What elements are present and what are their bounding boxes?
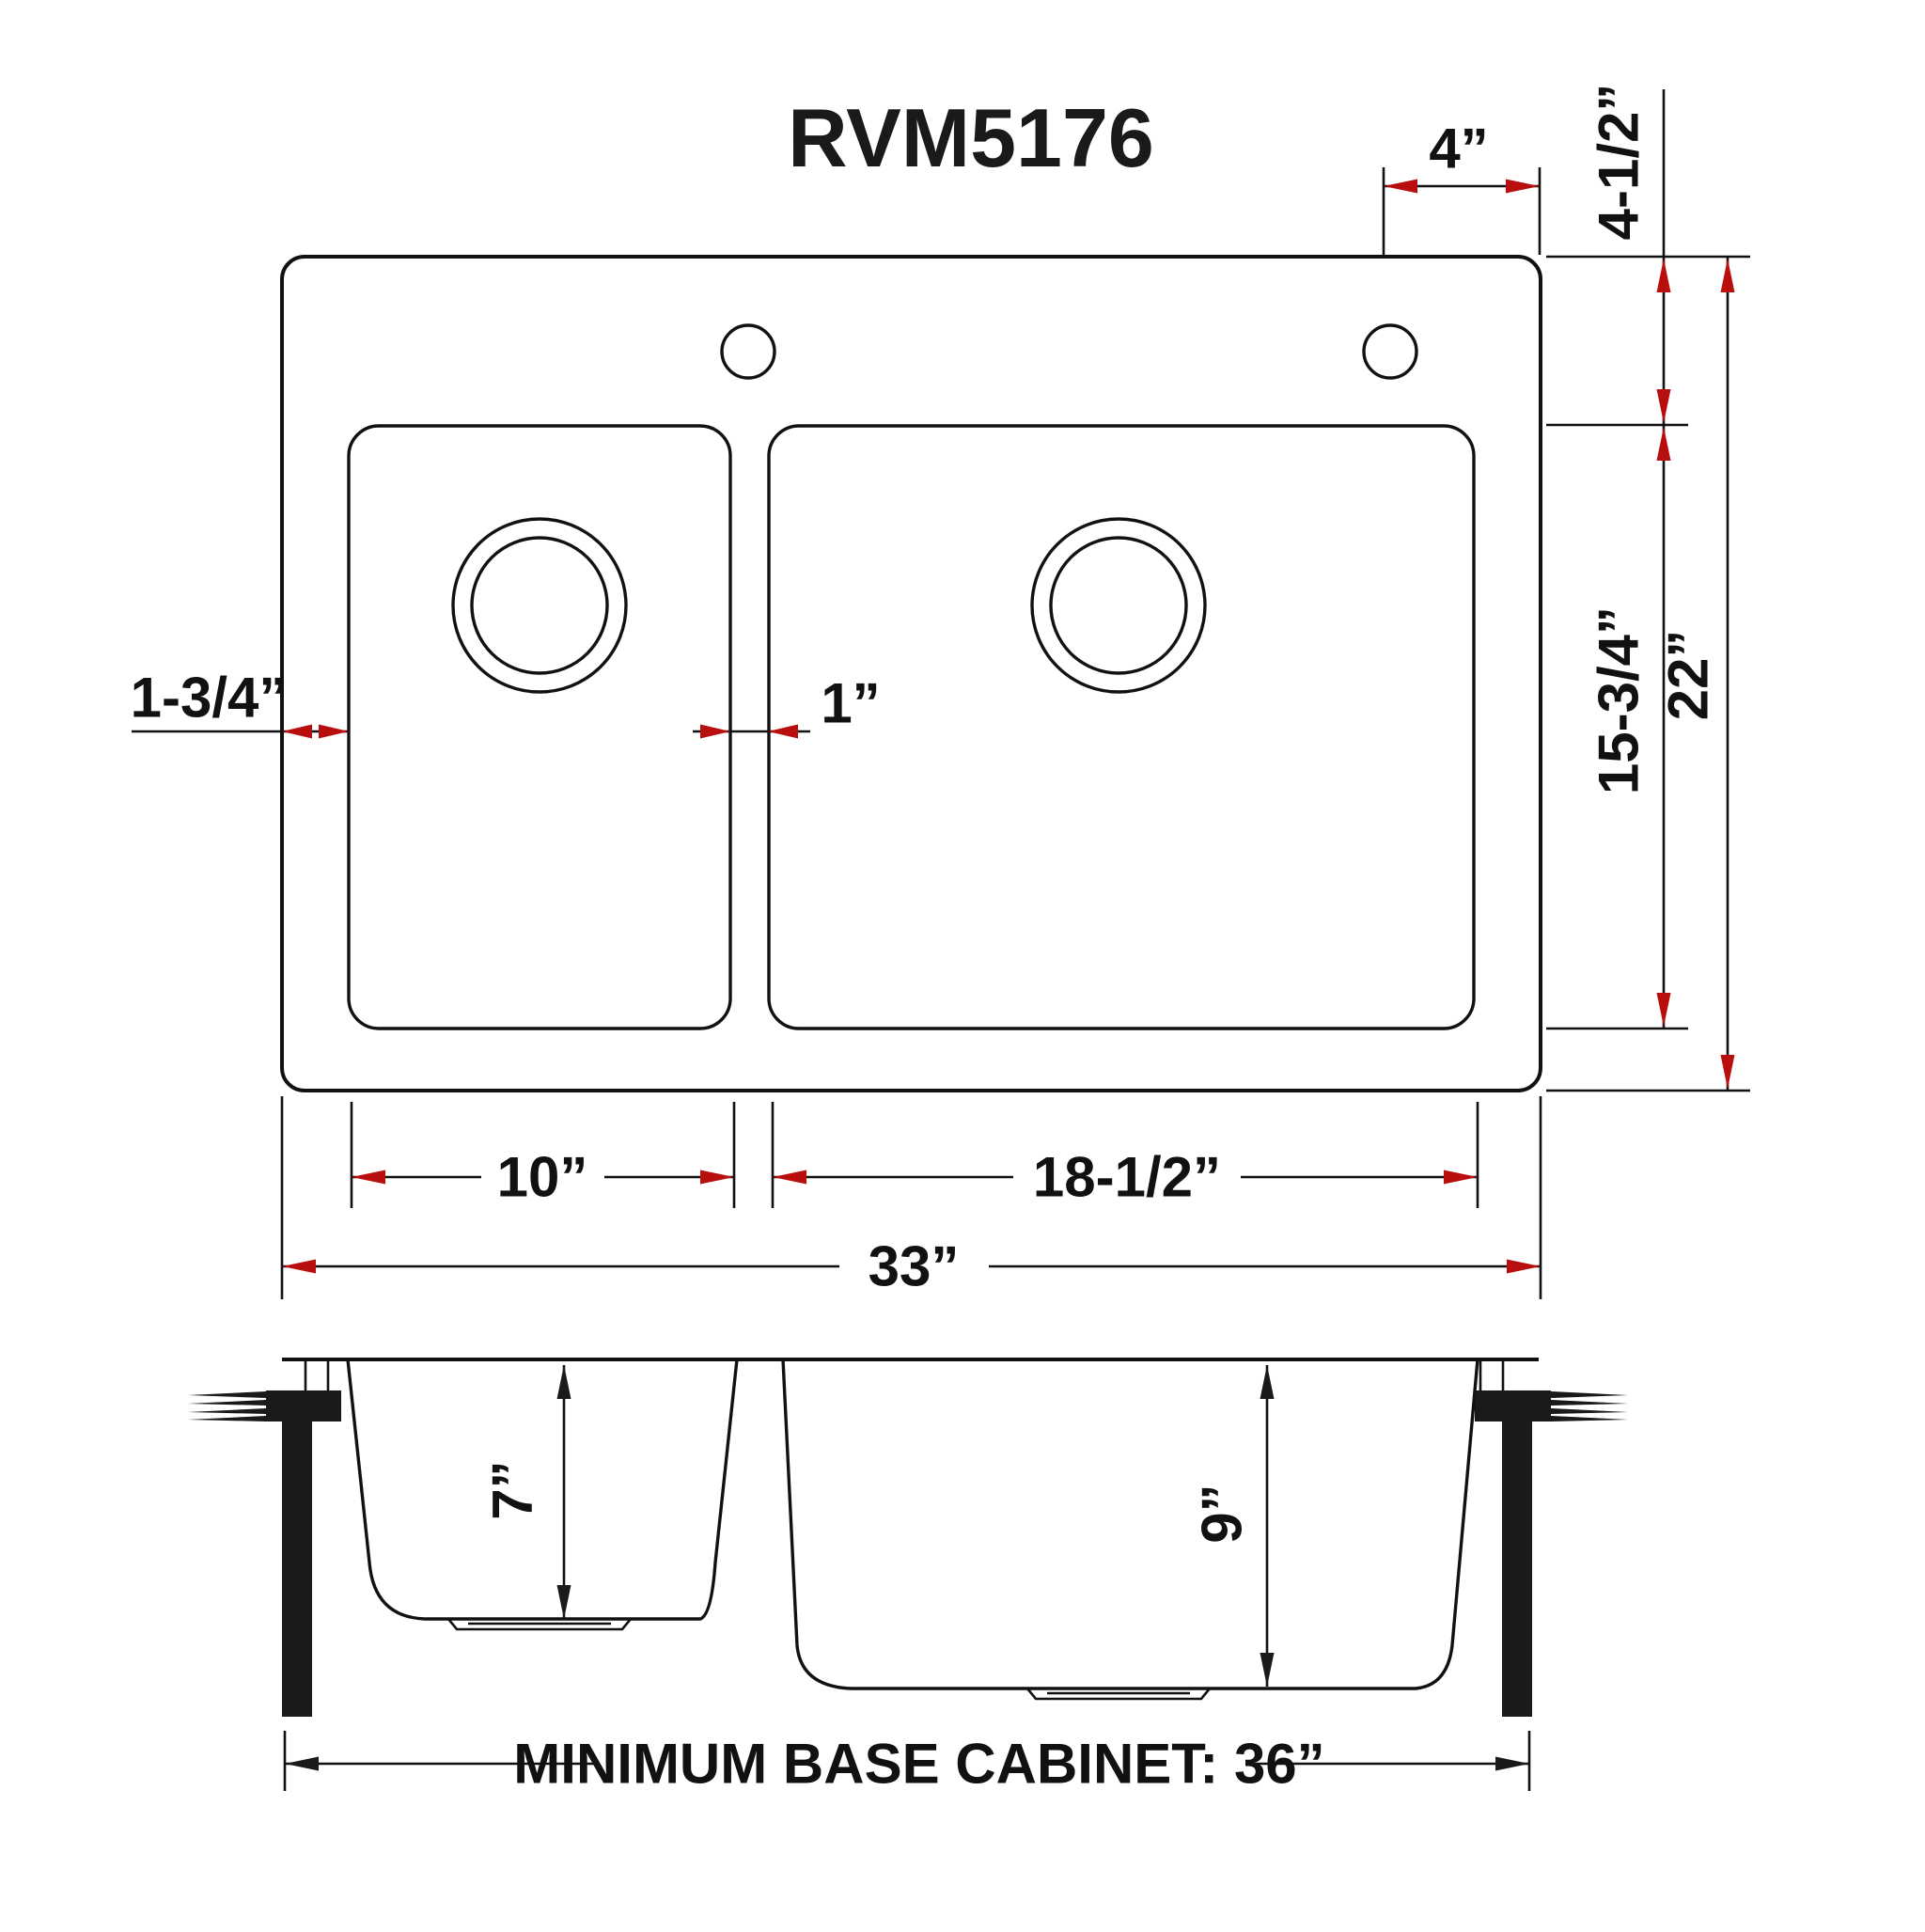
dim-label-10in: 10” [497, 1146, 588, 1209]
sink-outer-rim [280, 255, 1542, 1092]
dim-label-7in: 7” [481, 1460, 544, 1519]
arrowhead-left [285, 1756, 319, 1771]
arrowhead-right [700, 724, 730, 739]
countertop-section-left [188, 1390, 341, 1422]
dim-small-basin-width: 10” [350, 1102, 736, 1209]
dim-label-33in: 33” [869, 1235, 960, 1298]
arrowhead-down [1720, 1055, 1735, 1089]
arrowhead-down [1656, 389, 1671, 423]
dim-small-basin-depth: 7” [481, 1365, 571, 1619]
arrowhead-left [768, 724, 798, 739]
arrowhead-left [282, 1259, 316, 1274]
arrowhead-right [319, 724, 349, 739]
countertop-section-right [1475, 1390, 1628, 1422]
dim-rim-to-basin-top: 4-1/2” [1546, 84, 1750, 427]
arrowhead-up [1720, 259, 1735, 292]
model-number-title: RVM5176 [788, 91, 1154, 184]
arrowhead-down [1260, 1653, 1275, 1687]
dim-faucet-hole-spacing: 4” [1382, 118, 1542, 255]
small-basin-section [346, 1359, 739, 1621]
arrowhead-right [1444, 1170, 1478, 1185]
dim-overall-front-to-back: 22” [1546, 257, 1750, 1092]
large-basin-section [781, 1359, 1479, 1690]
arrowhead-down [1656, 993, 1671, 1027]
dim-label-4in: 4” [1429, 118, 1488, 181]
large-basin-drain-inner [1049, 536, 1188, 675]
cabinet-wall-right [1502, 1422, 1532, 1717]
dim-label-1-3-4in: 1-3/4” [131, 667, 288, 730]
large-basin-drain-outer [1030, 517, 1207, 694]
large-basin-drain-fitting [1025, 1688, 1212, 1701]
arrowhead-right [1495, 1756, 1529, 1771]
dim-overall-width: 33” [280, 1096, 1542, 1299]
dim-basin-front-to-back: 15-3/4” [1546, 425, 1688, 1030]
arrowhead-left [773, 1170, 806, 1185]
arrowhead-left [352, 1170, 385, 1185]
faucet-hole-right [1362, 323, 1418, 380]
small-basin-drain-outer [451, 517, 628, 694]
arrowhead-right [700, 1170, 734, 1185]
arrowhead-up [1260, 1365, 1275, 1399]
dim-base-cabinet: MINIMUM BASE CABINET: 36” [283, 1731, 1531, 1796]
small-basin-drain-inner [470, 536, 609, 675]
dim-label-18-1-2in: 18-1/2” [1033, 1146, 1221, 1209]
dim-label-9in: 9” [1191, 1484, 1254, 1543]
arrowhead-up [1656, 427, 1671, 461]
arrowhead-up [1656, 259, 1671, 292]
dim-large-basin-width: 18-1/2” [771, 1102, 1479, 1209]
dim-rim-to-basin-left: 1-3/4” [131, 667, 349, 739]
front-view [188, 1358, 1628, 1717]
small-basin-drain-fitting [446, 1618, 633, 1631]
top-view [280, 255, 1542, 1092]
arrowhead-up [556, 1365, 571, 1399]
arrowhead-left [282, 724, 312, 739]
small-basin-plan [347, 424, 732, 1030]
cabinet-note-label: MINIMUM BASE CABINET: 36” [513, 1733, 1324, 1796]
dim-large-basin-depth: 9” [1191, 1365, 1275, 1687]
faucet-hole-left [720, 323, 776, 380]
dim-label-1in: 1” [821, 672, 880, 735]
large-basin-plan [767, 424, 1476, 1030]
arrowhead-right [1507, 1259, 1541, 1274]
cabinet-wall-left [282, 1422, 312, 1717]
dim-label-15-3-4in: 15-3/4” [1588, 606, 1651, 794]
dim-divider-width: 1” [693, 672, 881, 739]
arrowhead-down [556, 1585, 571, 1619]
arrowhead-right [1506, 179, 1540, 194]
dim-label-4-1-2in: 4-1/2” [1588, 84, 1651, 241]
arrowhead-left [1384, 179, 1417, 194]
dim-label-22in: 22” [1657, 630, 1720, 721]
